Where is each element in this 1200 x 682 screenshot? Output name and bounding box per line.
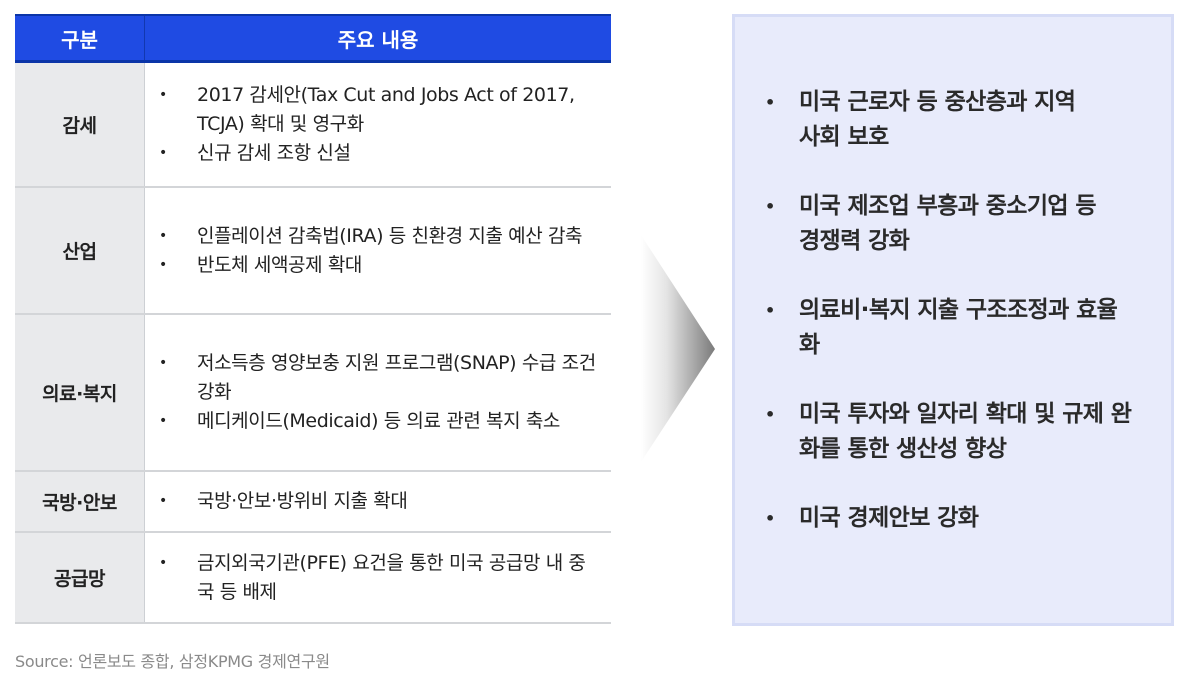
header-category: 구분 xyxy=(15,16,145,60)
list-item: •인플레이션 감축법(IRA) 등 친환경 지출 예산 감축 xyxy=(159,222,601,251)
goal-item: •의료비·복지 지출 구조조정과 효율화 xyxy=(765,293,1171,363)
bullet-icon: • xyxy=(159,355,167,371)
bullet-icon: • xyxy=(159,145,167,161)
list-item: •메디케이드(Medicaid) 등 의료 관련 복지 축소 xyxy=(159,407,601,436)
bullet-icon: • xyxy=(159,256,167,273)
row-category: 의료·복지 xyxy=(15,315,145,470)
source-note: Source: 언론보도 종합, 삼정KPMG 경제연구원 xyxy=(15,652,330,671)
bullet-icon: • xyxy=(159,554,167,571)
list-item: •신규 감세 조항 신설 xyxy=(159,139,601,168)
bullet-icon: • xyxy=(159,493,167,509)
bullet-icon: • xyxy=(159,227,167,244)
bullet-icon: • xyxy=(765,508,775,528)
goal-item: •미국 투자와 일자리 확대 및 규제 완화를 통한 생산성 향상 xyxy=(765,397,1171,467)
table-row-supply-chain: 공급망 •금지외국기관(PFE) 요건을 통한 미국 공급망 내 중국 등 배제 xyxy=(15,533,611,624)
goal-item: •미국 근로자 등 중산층과 지역사회 보호 xyxy=(765,85,1171,155)
list-item: •저소득층 영양보충 지원 프로그램(SNAP) 수급 조건 강화 xyxy=(159,349,601,407)
bullet-icon: • xyxy=(765,404,775,424)
bullet-icon: • xyxy=(159,413,167,429)
table-row-industry: 산업 •인플레이션 감축법(IRA) 등 친환경 지출 예산 감축 •반도체 세… xyxy=(15,188,611,315)
policy-table: 구분 주요 내용 감세 •2017 감세안(Tax Cut and Jobs A… xyxy=(15,14,611,624)
arrow-right-icon xyxy=(641,235,715,462)
row-content: •저소득층 영양보충 지원 프로그램(SNAP) 수급 조건 강화 •메디케이드… xyxy=(145,315,611,470)
row-content: •2017 감세안(Tax Cut and Jobs Act of 2017, … xyxy=(145,63,611,186)
table-row-defense: 국방·안보 •국방·안보·방위비 지출 확대 xyxy=(15,472,611,533)
row-category: 감세 xyxy=(15,63,145,186)
list-item: •반도체 세액공제 확대 xyxy=(159,251,601,280)
row-content: •국방·안보·방위비 지출 확대 xyxy=(145,472,611,531)
row-category: 산업 xyxy=(15,188,145,313)
bullet-icon: • xyxy=(765,300,775,320)
list-item: •국방·안보·방위비 지출 확대 xyxy=(159,487,601,516)
goal-item: •미국 제조업 부흥과 중소기업 등 경쟁력 강화 xyxy=(765,189,1171,259)
row-category: 국방·안보 xyxy=(15,472,145,531)
row-content: •인플레이션 감축법(IRA) 등 친환경 지출 예산 감축 •반도체 세액공제… xyxy=(145,188,611,313)
table-header: 구분 주요 내용 xyxy=(15,14,611,63)
list-item: •2017 감세안(Tax Cut and Jobs Act of 2017, … xyxy=(159,81,601,139)
policy-goals-box: •미국 근로자 등 중산층과 지역사회 보호 •미국 제조업 부흥과 중소기업 … xyxy=(732,14,1174,626)
row-content: •금지외국기관(PFE) 요건을 통한 미국 공급망 내 중국 등 배제 xyxy=(145,533,611,622)
row-category: 공급망 xyxy=(15,533,145,622)
bullet-icon: • xyxy=(159,87,167,103)
table-row-welfare: 의료·복지 •저소득층 영양보충 지원 프로그램(SNAP) 수급 조건 강화 … xyxy=(15,315,611,472)
header-content: 주요 내용 xyxy=(337,27,419,52)
bullet-icon: • xyxy=(765,196,775,216)
list-item: •금지외국기관(PFE) 요건을 통한 미국 공급망 내 중국 등 배제 xyxy=(159,549,601,607)
table-row-tax: 감세 •2017 감세안(Tax Cut and Jobs Act of 201… xyxy=(15,63,611,188)
goal-item: •미국 경제안보 강화 xyxy=(765,501,1171,536)
bullet-icon: • xyxy=(765,92,775,112)
